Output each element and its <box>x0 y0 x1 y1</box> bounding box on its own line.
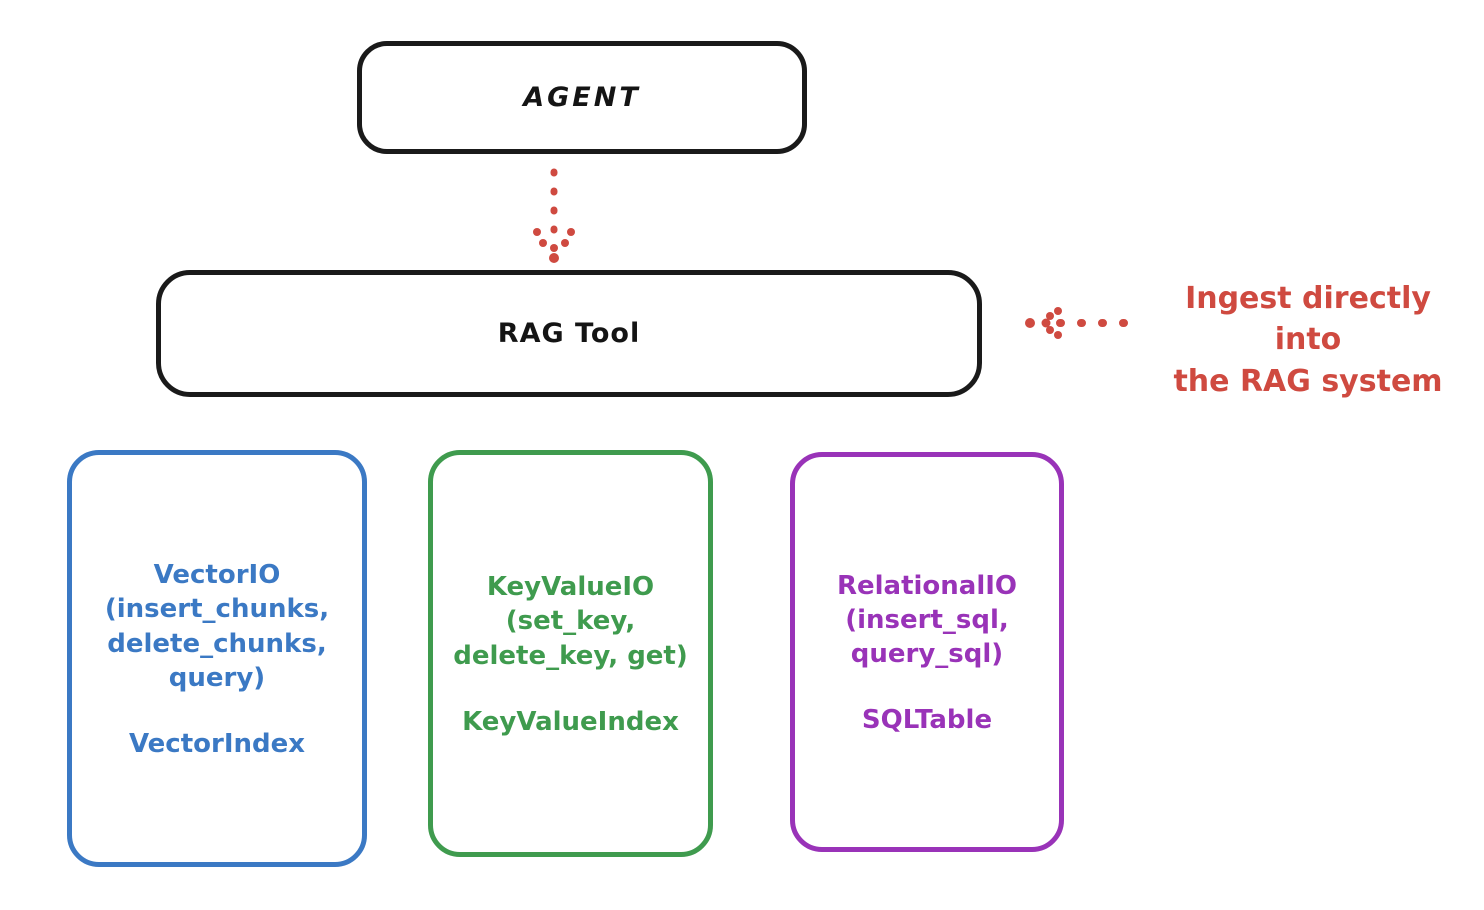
agent-node-label: AGENT <box>523 82 641 113</box>
key-value-io-api-label: KeyValueIO (set_key, delete_key, get) <box>453 572 688 671</box>
rag-tool-node-label: RAG Tool <box>497 318 641 349</box>
relational-io-node[interactable]: RelationalIO (insert_sql, query_sql) SQL… <box>790 452 1064 852</box>
relational-io-api-label: RelationalIO (insert_sql, query_sql) <box>836 570 1018 670</box>
vector-index-label: VectorIndex <box>128 729 306 760</box>
key-value-io-node[interactable]: KeyValueIO (set_key, delete_key, get) Ke… <box>428 450 713 857</box>
agent-node[interactable]: AGENT <box>357 41 807 154</box>
key-value-index-label: KeyValueIndex <box>462 706 679 737</box>
connector-annotation-to-rag-tool <box>1025 307 1139 339</box>
connector-agent-to-rag-tool <box>533 168 575 263</box>
vector-io-node[interactable]: VectorIO (insert_chunks, delete_chunks, … <box>67 450 367 867</box>
vector-io-api-label: VectorIO (insert_chunks, delete_chunks, … <box>104 559 330 693</box>
sql-table-label: SQLTable <box>861 705 993 736</box>
rag-tool-node[interactable]: RAG Tool <box>156 270 982 397</box>
ingest-annotation-text: Ingest directly into the RAG system <box>1173 281 1443 399</box>
